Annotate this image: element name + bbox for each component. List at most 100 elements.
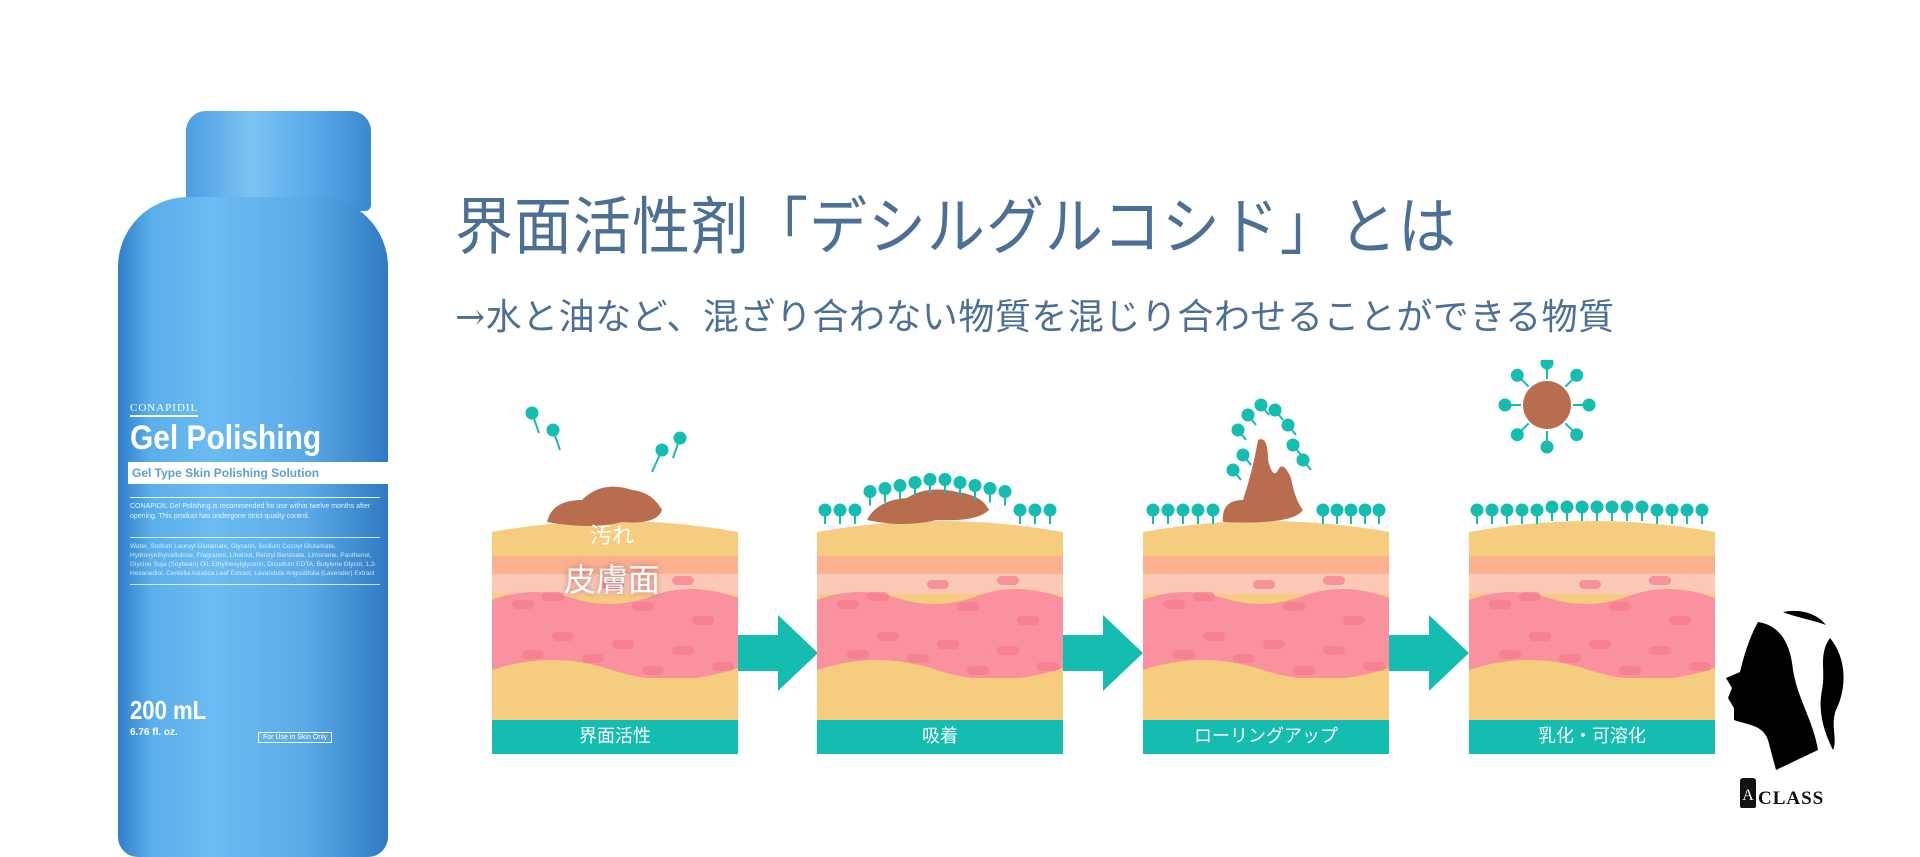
- skin-cell: [602, 580, 624, 589]
- skin-cell: [1589, 640, 1611, 649]
- surfactant-head: [1470, 503, 1484, 517]
- skin-illustration-3: [1143, 398, 1389, 720]
- step-label: 乳化・可溶化: [1469, 720, 1715, 754]
- product-brand: CONAPIDIL: [130, 402, 199, 417]
- skin-cell: [642, 666, 664, 675]
- surfactant-head: [1530, 503, 1544, 517]
- surfactant-head: [968, 479, 982, 492]
- skin-cell: [1293, 666, 1315, 675]
- product-description: CONAPIDIL Gel Polishing is recommended f…: [130, 497, 380, 522]
- aclass-logo: A CLASS: [1718, 600, 1878, 820]
- surfactant-head: [1540, 440, 1554, 454]
- skin-cell: [1253, 580, 1275, 589]
- skin-cell: [1363, 662, 1385, 671]
- step-panel-2: 吸着: [817, 360, 1063, 754]
- skin-cell: [1689, 662, 1711, 671]
- surfactant-head: [1590, 500, 1604, 514]
- surfactant-head: [1254, 398, 1268, 412]
- surfactant-head: [983, 482, 997, 495]
- surfactant-head: [1498, 398, 1512, 412]
- surfactant-head: [1372, 503, 1386, 517]
- dirt-ball: [1523, 381, 1571, 429]
- surfactant-head: [525, 406, 539, 420]
- skin-cell: [877, 632, 899, 641]
- surfactant-head: [1635, 500, 1649, 514]
- skin-cell: [1343, 616, 1365, 625]
- surfactant-head: [1680, 503, 1694, 517]
- skin-cell: [542, 592, 564, 601]
- skin-cell: [672, 576, 694, 585]
- surfactant-head: [1665, 503, 1679, 517]
- surfactant-head: [1510, 428, 1524, 442]
- skin-band: [492, 556, 738, 574]
- skin-cell: [692, 616, 714, 625]
- skin-band: [817, 556, 1063, 574]
- dirt-blob: [547, 486, 662, 526]
- surfactant-head: [1226, 463, 1240, 477]
- surfactant-head: [1176, 503, 1190, 517]
- skin-cell: [867, 592, 889, 601]
- surfactant-head: [1316, 503, 1330, 517]
- skin-cell: [1283, 602, 1305, 611]
- bottle-cap: [186, 111, 371, 211]
- skin-cell: [522, 650, 544, 659]
- skin-cell: [1519, 592, 1541, 601]
- surfactant-head: [1146, 503, 1160, 517]
- dirt-blob: [1222, 439, 1303, 523]
- surfactant-head: [1286, 438, 1300, 452]
- logo-bottle-letter: A: [1740, 778, 1756, 808]
- logo-text: CLASS: [1758, 788, 1825, 809]
- surfactant-head: [1575, 500, 1589, 514]
- surfactant-head: [1358, 503, 1372, 517]
- surfactant-head: [953, 476, 967, 489]
- page-subtitle: →水と油など、混ざり合わない物質を混じり合わせることができる物質: [455, 297, 1615, 338]
- skin-illustration-4: [1469, 360, 1715, 720]
- skin-bottom-layer: [492, 660, 738, 720]
- dirt-blob: [867, 489, 989, 524]
- product-volume-oz: 6.76 fl. oz.: [130, 727, 178, 738]
- step-label: 吸着: [817, 720, 1063, 754]
- surfactant-head: [546, 423, 560, 437]
- skin-illustration-1: [492, 406, 738, 720]
- surfactant-head: [1191, 503, 1205, 517]
- surfactant-head: [1545, 500, 1559, 514]
- skin-cell: [1609, 602, 1631, 611]
- skin-cell: [927, 580, 949, 589]
- surfactant-head: [1510, 368, 1524, 382]
- skin-cell: [837, 600, 859, 609]
- surfactant-head: [1330, 503, 1344, 517]
- surfactant-head: [863, 485, 877, 498]
- skin-cell: [1669, 616, 1691, 625]
- skin-label: 皮膚面: [564, 561, 661, 599]
- skin-cell: [1649, 646, 1671, 655]
- surfactant-head: [1582, 398, 1596, 412]
- skin-cell: [937, 640, 959, 649]
- skin-cell: [1499, 650, 1521, 659]
- skin-cell: [1193, 592, 1215, 601]
- skin-cell: [957, 602, 979, 611]
- surfactant-head: [1013, 503, 1027, 517]
- surfactant-head: [818, 503, 832, 517]
- skin-cell: [582, 654, 604, 663]
- skin-cell: [1163, 600, 1185, 609]
- skin-bottom-layer: [1469, 660, 1715, 720]
- surfactant-head: [1485, 503, 1499, 517]
- skin-cell: [1579, 580, 1601, 589]
- skin-cell: [1017, 616, 1039, 625]
- surfactant-head: [908, 476, 922, 489]
- product-type: Gel Type Skin Polishing Solution: [128, 462, 390, 484]
- surfactant-head: [1241, 408, 1255, 422]
- skin-cell: [1649, 576, 1671, 585]
- step-panel-3: ローリングアップ: [1143, 360, 1389, 754]
- skin-band: [1143, 556, 1389, 574]
- surfactant-head: [878, 482, 892, 495]
- surfactant-head: [1620, 500, 1634, 514]
- skin-cell: [1233, 654, 1255, 663]
- skin-cell: [552, 632, 574, 641]
- skin-cell: [997, 646, 1019, 655]
- surfactant-head: [1236, 448, 1250, 462]
- skin-cell: [672, 646, 694, 655]
- product-volume: 200 mL: [130, 695, 207, 725]
- surfactant-head: [833, 503, 847, 517]
- skin-cell: [1619, 666, 1641, 675]
